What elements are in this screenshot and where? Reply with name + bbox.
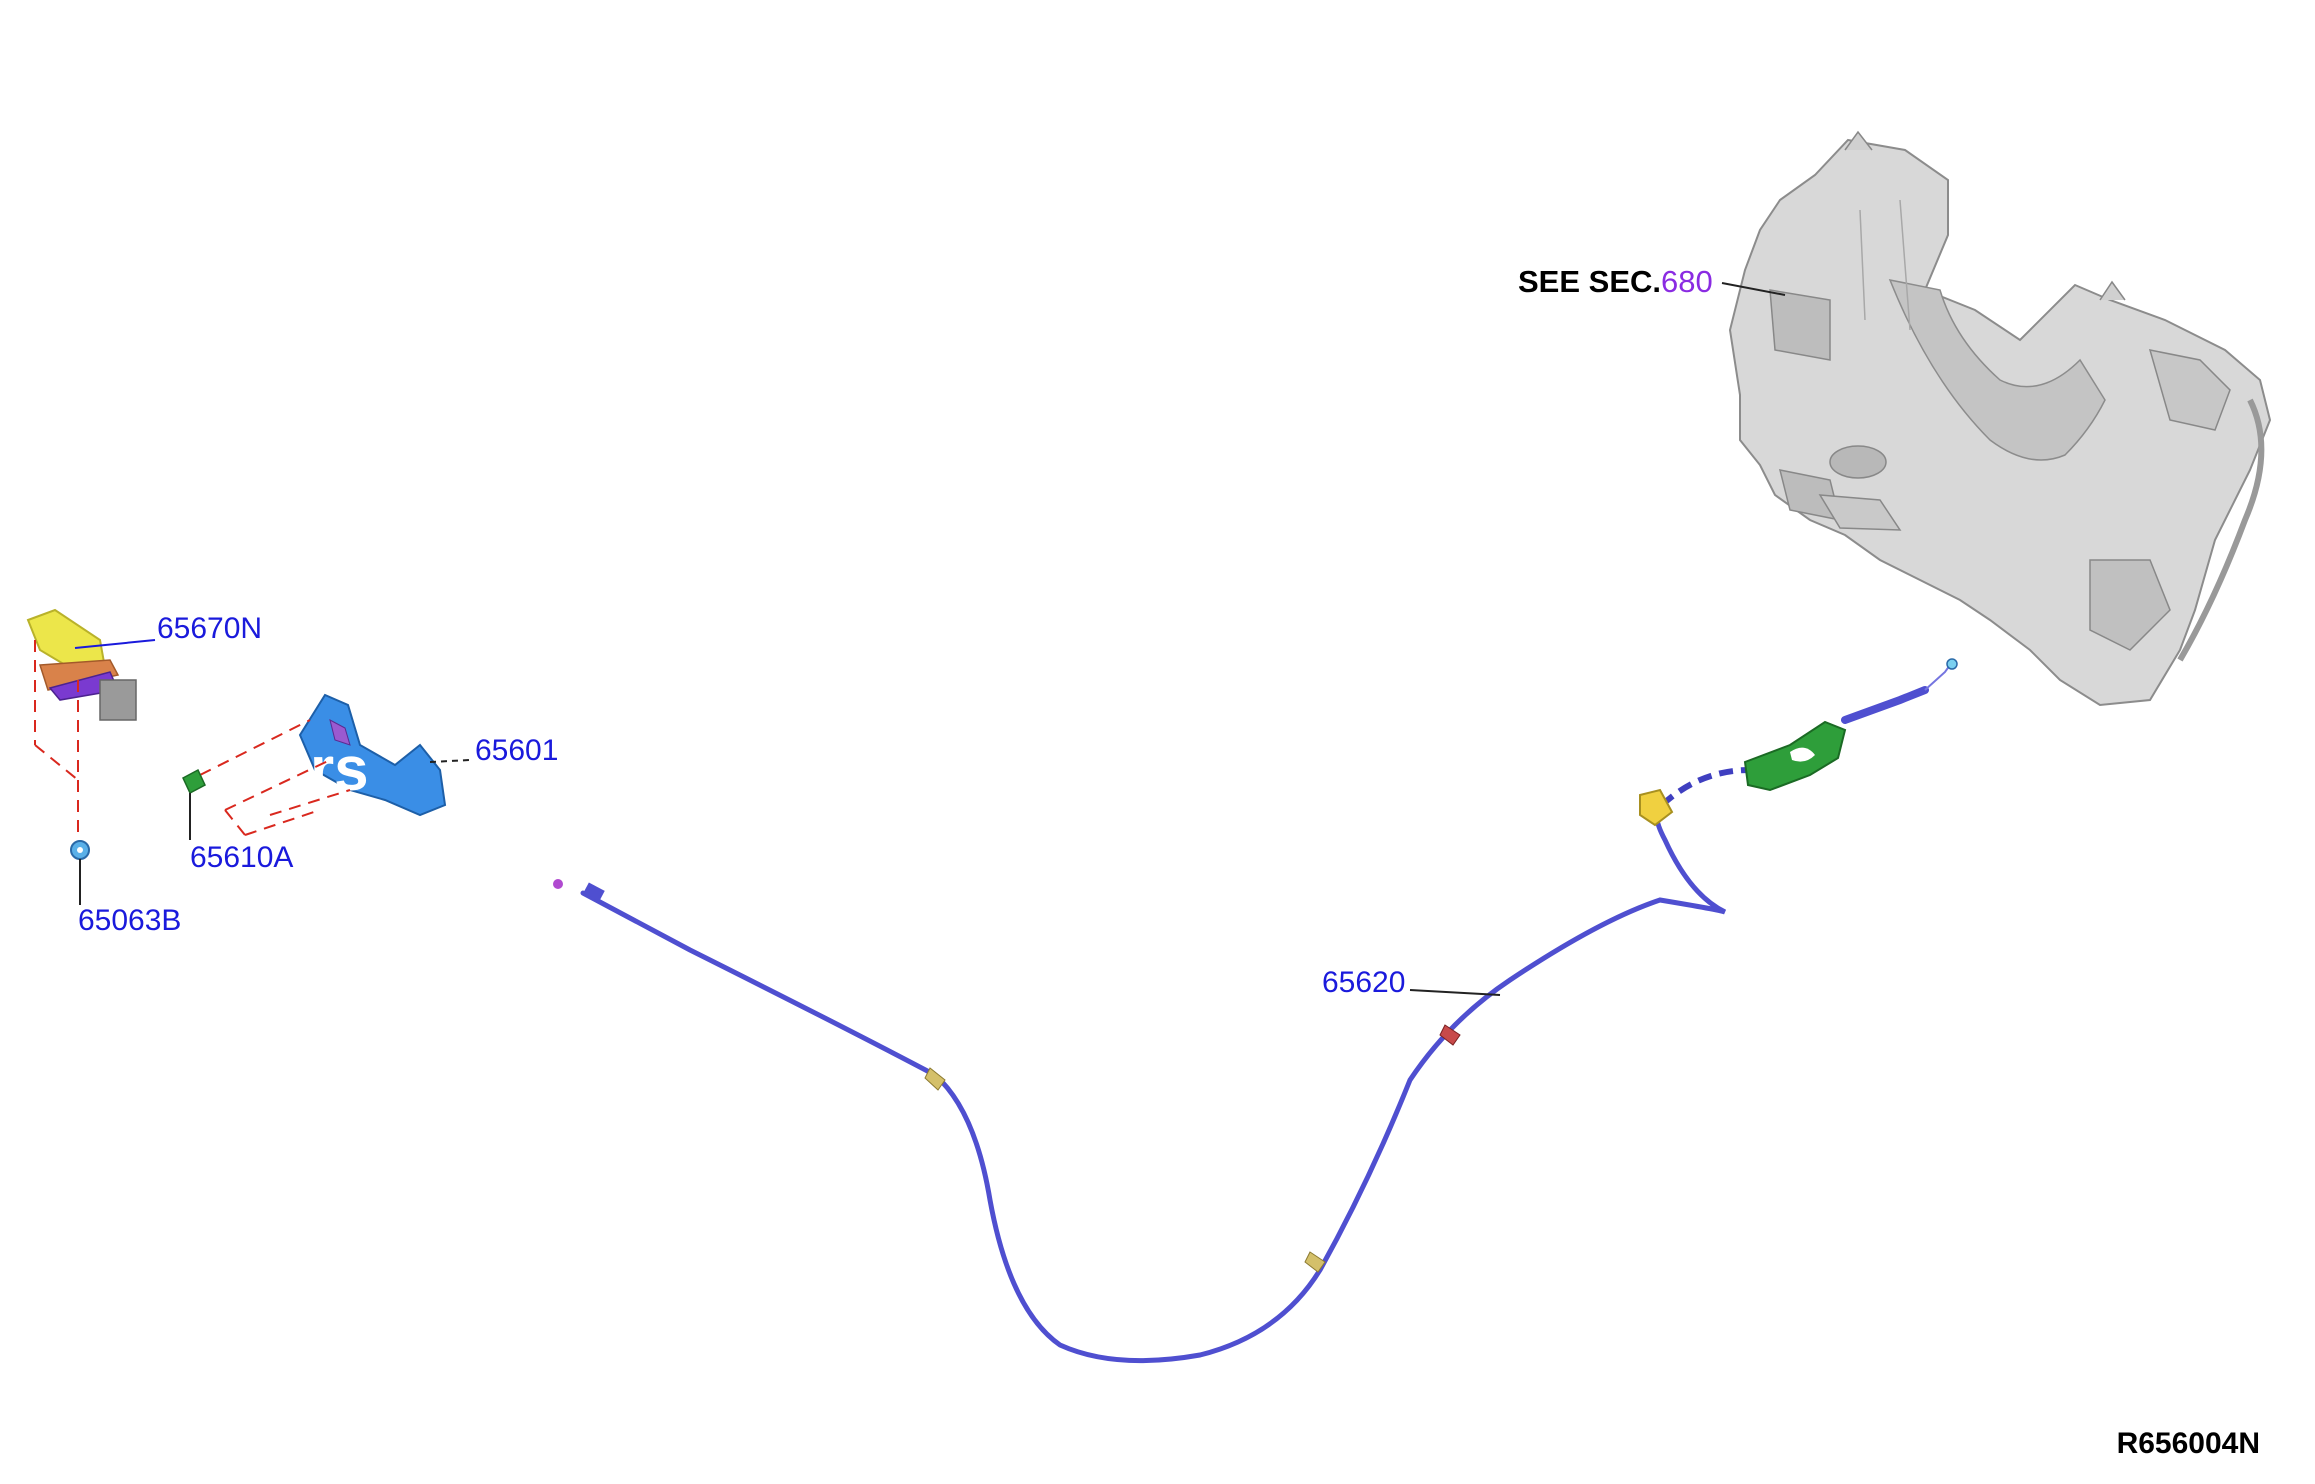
hinge-guide-lines — [199, 719, 351, 836]
hood-latch-hinge-icon: rs — [298, 693, 447, 817]
see-section-label: SEE SEC.680 — [1518, 264, 1713, 299]
hood-latch-lever-icon — [26, 608, 137, 721]
release-cable-icon — [553, 767, 1751, 1364]
grommet-icon — [70, 840, 90, 860]
lever-guide-lines — [34, 640, 79, 840]
callout-65610A[interactable]: 65610A — [190, 841, 293, 874]
leader-65620 — [1409, 989, 1501, 996]
callout-65063B[interactable]: 65063B — [78, 904, 181, 937]
callout-65601[interactable]: 65601 — [475, 734, 558, 767]
watermark-text: rs — [310, 735, 369, 804]
callout-65670N[interactable]: 65670N — [157, 612, 262, 645]
clip-icon — [182, 768, 206, 795]
reference-code: R656004N — [2117, 1427, 2260, 1460]
leader-65670N — [74, 639, 156, 649]
leader-see-section — [1721, 282, 1786, 296]
instrument-panel-icon — [1728, 130, 2272, 707]
callout-65620[interactable]: 65620 — [1322, 966, 1405, 999]
see-section-number[interactable]: 680 — [1661, 264, 1713, 299]
leader-65601 — [429, 759, 471, 763]
see-section-prefix: SEE SEC. — [1518, 264, 1661, 299]
release-handle-icon — [1743, 658, 1958, 792]
